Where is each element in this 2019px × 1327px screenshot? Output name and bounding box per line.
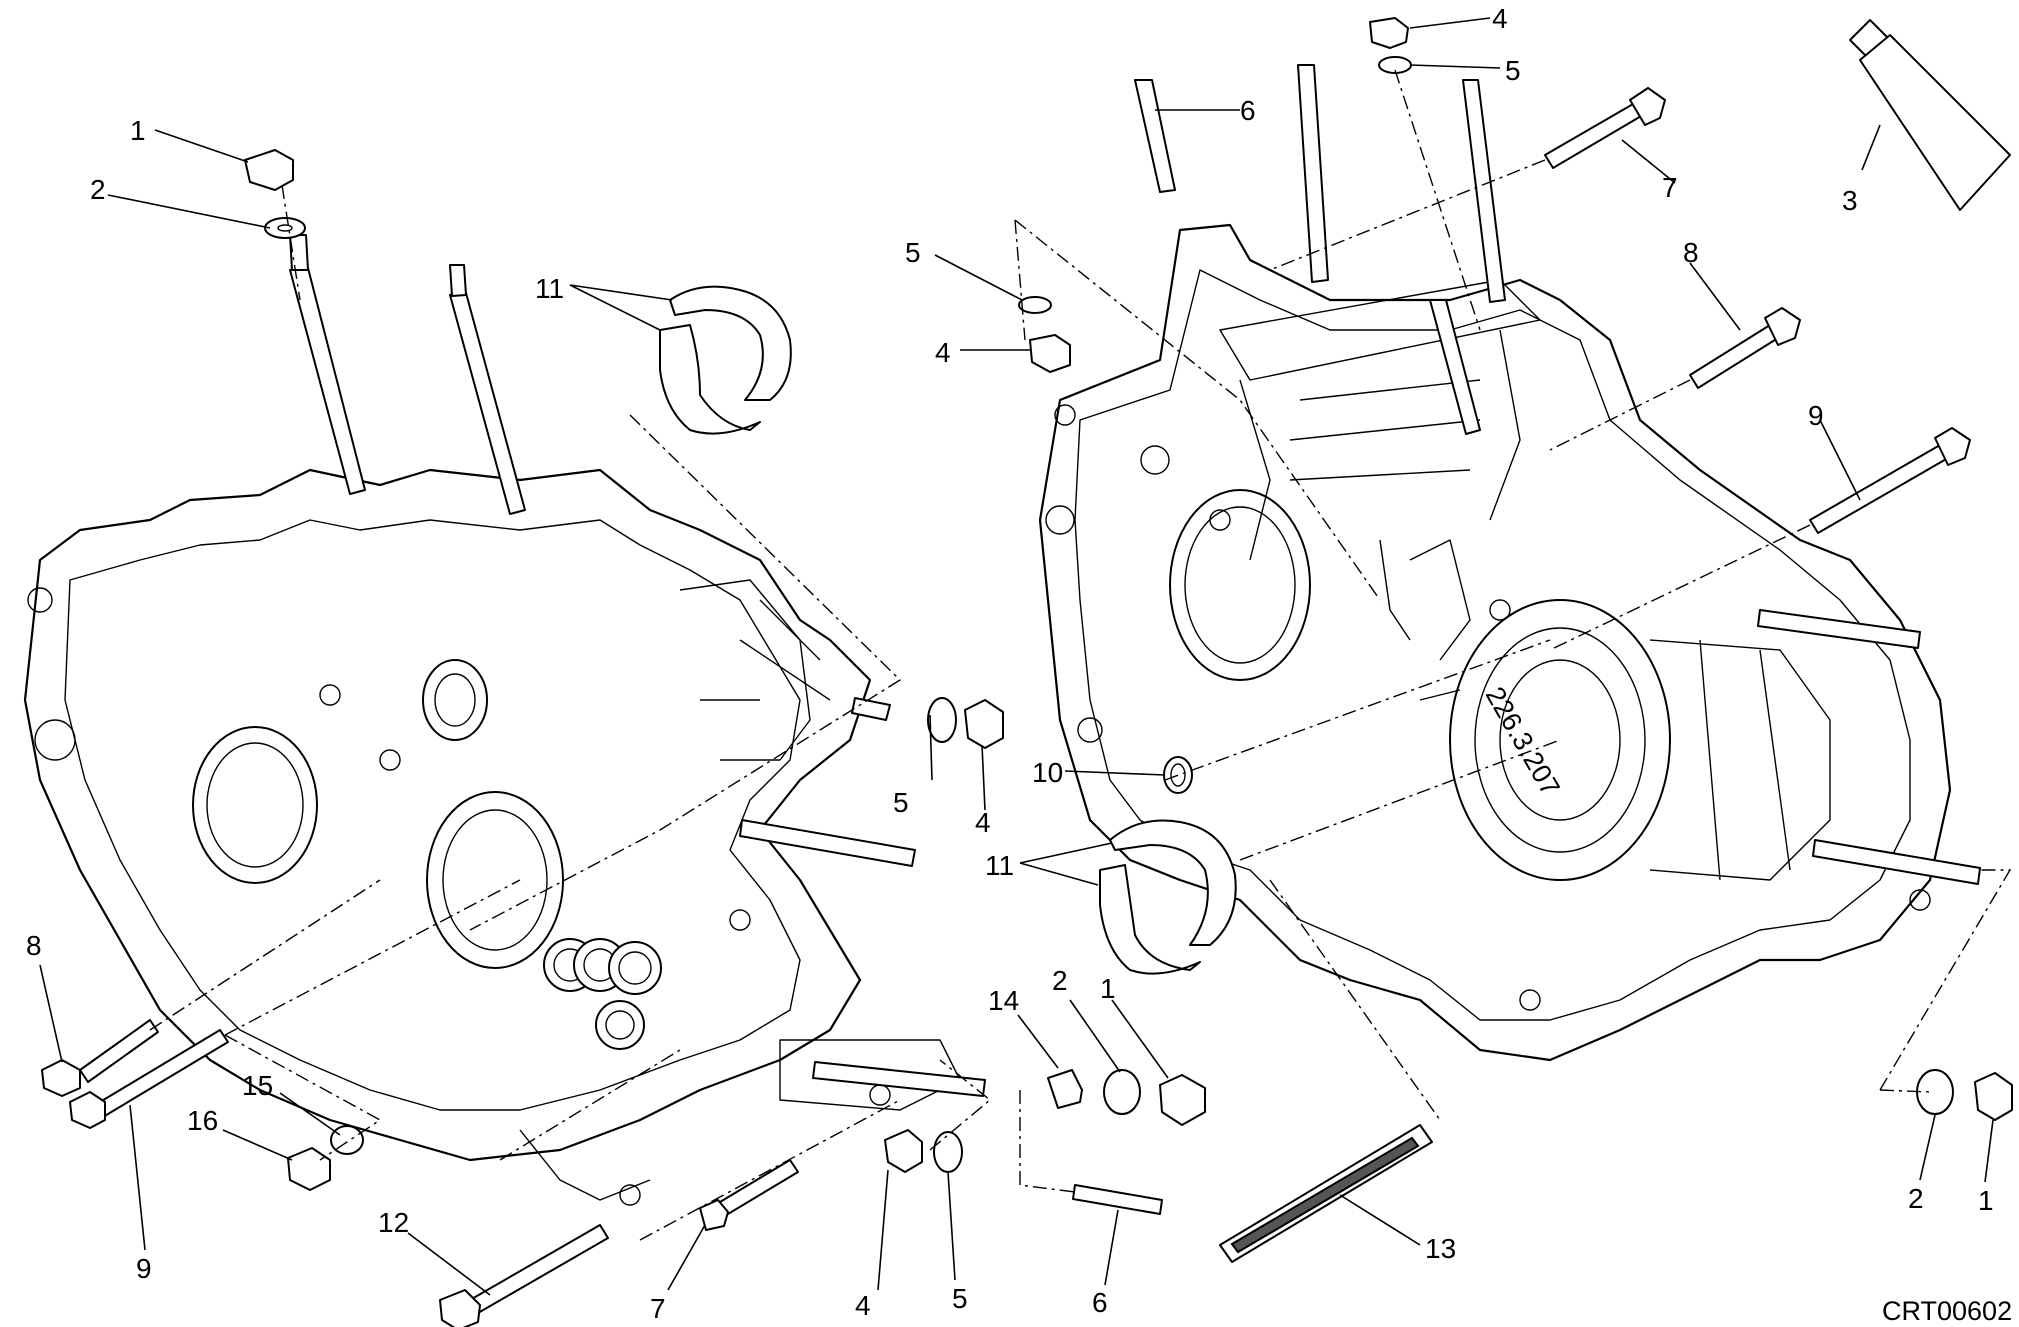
drawing-code: CRT00602 — [1882, 1296, 2012, 1326]
callout-number: 1 — [130, 115, 146, 146]
callout-number: 1 — [1978, 1185, 1994, 1216]
washer — [330, 1125, 364, 1155]
bolt — [714, 1159, 799, 1218]
washer — [264, 217, 306, 239]
callout-number: 15 — [242, 1070, 273, 1101]
callout-number: 1 — [1100, 973, 1116, 1004]
flange-nut — [1369, 17, 1409, 49]
callout-number: 13 — [1425, 1233, 1456, 1264]
flange-nut — [964, 699, 1004, 749]
bearing-shell — [659, 285, 792, 435]
callout-number: 3 — [1842, 185, 1858, 216]
callout-number: 6 — [1240, 95, 1256, 126]
flange-nut — [1029, 334, 1071, 373]
bearing-shell — [1099, 819, 1237, 975]
oil-filter-screen — [1219, 1124, 1433, 1263]
loose-parts — [41, 17, 2013, 1327]
callout-number: 11 — [985, 850, 1014, 881]
bolt-head — [1934, 427, 1971, 466]
callout-number: 10 — [1032, 757, 1063, 788]
bolt-head — [41, 1059, 81, 1097]
sealant-tube — [1849, 19, 2011, 211]
bolt — [469, 1224, 609, 1314]
callout-number: 5 — [1505, 55, 1521, 86]
callout-number: 7 — [650, 1293, 666, 1324]
callout-number: 9 — [136, 1253, 152, 1284]
washer — [1103, 1069, 1141, 1115]
leader-lines — [39, 17, 1994, 1296]
bolt-head — [439, 1289, 481, 1327]
callout-number: 2 — [1052, 965, 1068, 996]
callout-number: 12 — [378, 1207, 409, 1238]
bolt — [1809, 444, 1949, 534]
washer — [1916, 1069, 1954, 1115]
callout-number: 2 — [1908, 1183, 1924, 1214]
bolt — [79, 1019, 159, 1083]
callout-number: 14 — [988, 985, 1019, 1016]
bolt-head — [1764, 307, 1801, 346]
callout-number: 6 — [1092, 1287, 1108, 1318]
callout-number: 4 — [855, 1290, 871, 1321]
callout-number: 5 — [905, 237, 921, 268]
left-crankcase-half — [23, 234, 986, 1206]
callout-number: 7 — [1662, 172, 1678, 203]
callout-number: 4 — [935, 337, 951, 368]
right-crankcase-half: 226.3.207 — [1038, 64, 1981, 1062]
callout-number: 4 — [1492, 3, 1508, 34]
bolt-head — [1629, 87, 1666, 126]
callout-numbers: 1 2 11 5 4 6 4 5 7 3 8 9 5 4 10 11 8 9 1… — [26, 3, 1994, 1324]
bolt — [94, 1029, 229, 1118]
bolt — [1544, 99, 1649, 169]
bolt — [1689, 324, 1779, 389]
stud — [1134, 79, 1176, 193]
stud — [1072, 1184, 1163, 1215]
callout-number: 11 — [535, 273, 564, 304]
flange-nut — [1159, 1074, 1206, 1126]
callout-number: 16 — [187, 1105, 218, 1136]
callout-number: 2 — [90, 174, 106, 205]
bolt-head — [69, 1091, 106, 1129]
assembly-lines — [149, 69, 2012, 1241]
drain-plug — [287, 1147, 331, 1191]
flange-nut — [244, 149, 294, 191]
callout-number: 4 — [975, 807, 991, 838]
callout-number: 5 — [893, 787, 909, 818]
washer — [927, 697, 957, 743]
callout-number: 9 — [1808, 400, 1824, 431]
callout-number: 8 — [26, 930, 42, 961]
dowel-sleeve — [1047, 1069, 1083, 1109]
washer — [1018, 296, 1052, 314]
flange-nut — [1974, 1072, 2013, 1121]
washer — [933, 1131, 963, 1173]
flange-nut — [884, 1129, 923, 1173]
callout-number: 8 — [1683, 237, 1699, 268]
callout-number: 5 — [952, 1283, 968, 1314]
